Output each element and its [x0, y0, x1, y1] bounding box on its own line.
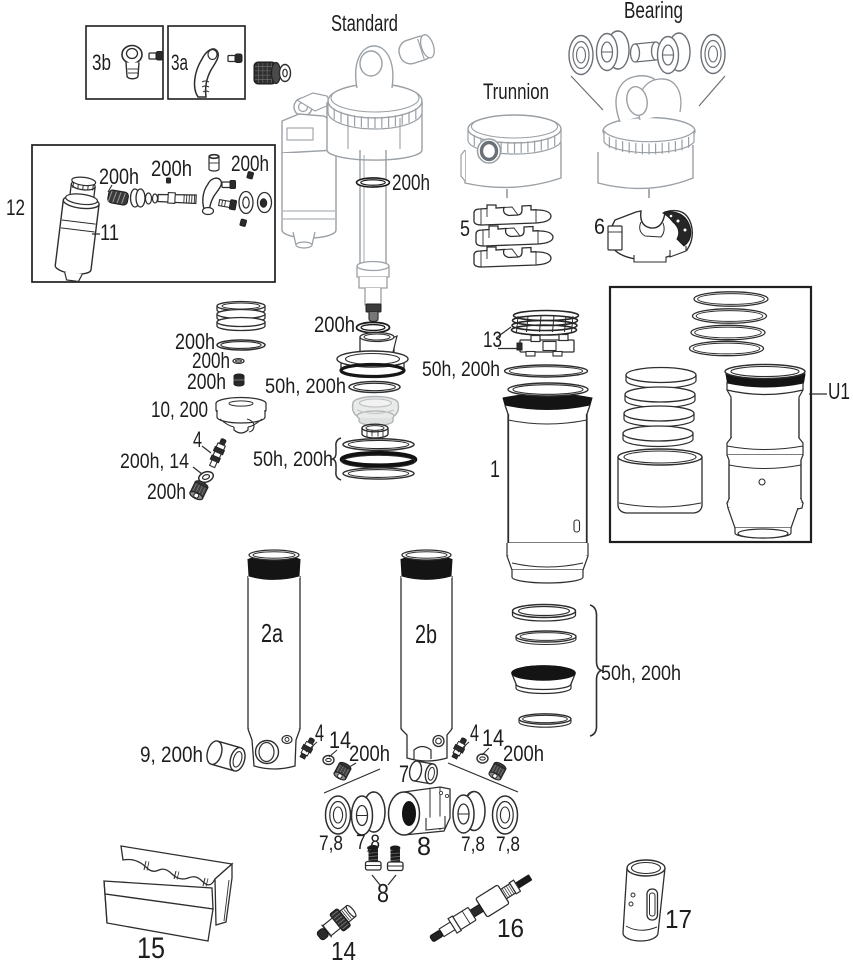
svg-text:7,8: 7,8 [319, 832, 343, 855]
svg-text:3b: 3b [92, 50, 111, 75]
svg-text:200h: 200h [175, 329, 215, 354]
svg-text:U1: U1 [828, 378, 850, 404]
svg-text:200h, 14: 200h, 14 [120, 450, 189, 473]
svg-text:200h: 200h [192, 348, 230, 373]
svg-text:200h: 200h [151, 156, 192, 181]
svg-text:10, 200: 10, 200 [151, 397, 208, 422]
svg-text:3a: 3a [171, 50, 189, 75]
svg-text:50h, 200h: 50h, 200h [253, 448, 333, 471]
svg-text:200h: 200h [231, 151, 269, 176]
svg-text:200h: 200h [349, 741, 390, 766]
svg-text:9, 200h: 9, 200h [140, 742, 203, 767]
svg-text:200h: 200h [187, 369, 226, 394]
svg-text:11: 11 [100, 220, 119, 245]
svg-text:4: 4 [193, 427, 202, 452]
svg-text:7,8: 7,8 [356, 831, 380, 854]
svg-text:4: 4 [315, 720, 324, 747]
svg-text:200h: 200h [147, 479, 186, 504]
svg-text:8: 8 [377, 878, 389, 908]
svg-text:15: 15 [137, 932, 165, 960]
svg-text:200h: 200h [392, 170, 430, 195]
svg-text:14: 14 [329, 727, 351, 754]
svg-text:50h, 200h: 50h, 200h [265, 375, 346, 398]
svg-text:1: 1 [490, 456, 500, 483]
svg-text:7: 7 [399, 761, 409, 788]
svg-text:4: 4 [470, 720, 479, 747]
svg-text:200h: 200h [99, 164, 139, 189]
svg-text:Bearing: Bearing [624, 0, 683, 23]
svg-text:7,8: 7,8 [461, 833, 485, 856]
svg-text:50h, 200h: 50h, 200h [601, 662, 681, 685]
svg-text:6: 6 [594, 214, 605, 239]
svg-text:7,8: 7,8 [496, 833, 520, 856]
svg-text:5: 5 [460, 216, 470, 241]
svg-text:200h: 200h [503, 741, 544, 766]
svg-text:16: 16 [497, 913, 524, 943]
svg-text:14: 14 [331, 936, 356, 960]
svg-text:2b: 2b [415, 619, 437, 649]
svg-text:13: 13 [483, 327, 502, 352]
svg-text:17: 17 [665, 904, 692, 934]
svg-text:200h: 200h [314, 312, 355, 337]
svg-text:Trunnion: Trunnion [483, 79, 549, 104]
svg-text:14: 14 [482, 725, 504, 752]
svg-text:Standard: Standard [331, 10, 398, 36]
svg-text:2a: 2a [261, 618, 283, 648]
svg-text:50h, 200h: 50h, 200h [422, 358, 500, 381]
svg-text:12: 12 [6, 195, 25, 220]
svg-text:8: 8 [417, 831, 431, 861]
